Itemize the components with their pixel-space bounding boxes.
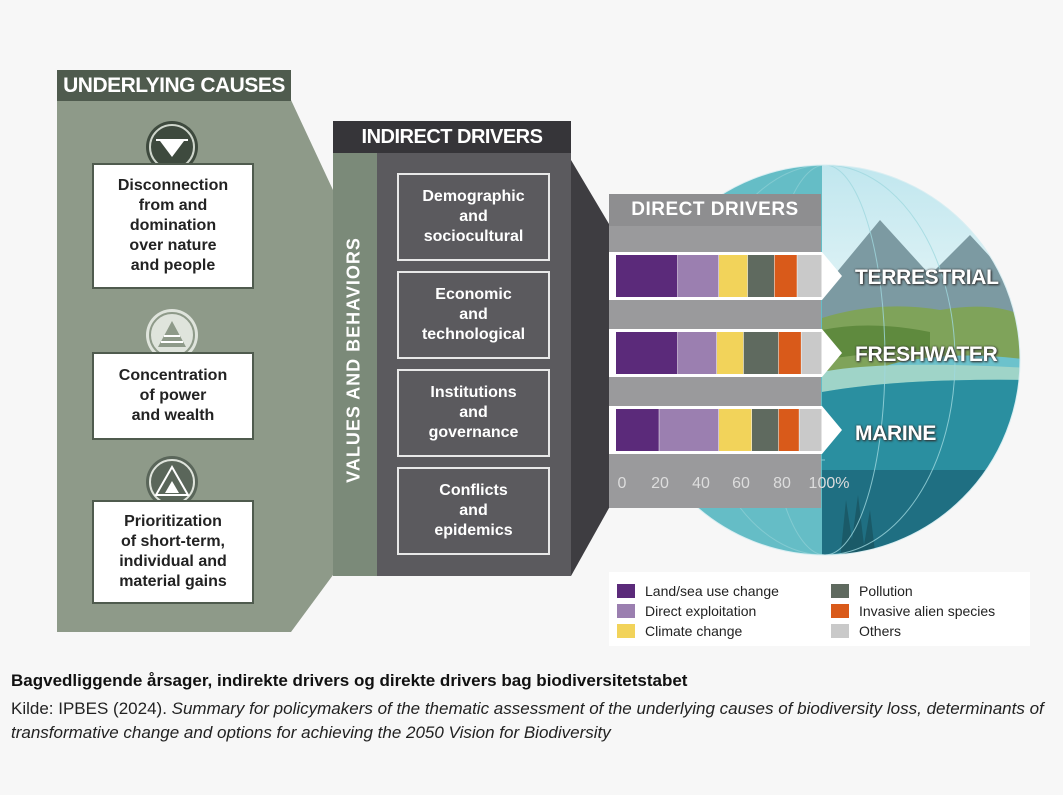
legend-swatch — [831, 604, 849, 618]
cause-disconnection: Disconnection from and domination over n… — [92, 163, 254, 289]
x-tick-label: 80 — [773, 475, 791, 492]
indirect-driver-label: Demographic and sociocultural — [422, 188, 525, 245]
legend-label: Others — [859, 623, 902, 639]
legend-label: Invasive alien species — [859, 603, 996, 619]
legend-swatch — [617, 624, 635, 638]
bar-segment-marine-others — [799, 409, 822, 451]
bar-segment-terrestrial-pollution — [747, 255, 775, 297]
indirect-to-direct-funnel — [571, 160, 609, 576]
indirect-driver-label: Institutions and governance — [428, 384, 519, 441]
cause-label: Prioritization of short-term, individual… — [119, 513, 227, 590]
legend-label: Climate change — [645, 623, 743, 639]
bar-segment-terrestrial-land-sea-use-change — [616, 255, 678, 297]
realm-marine-label: MARINE — [855, 422, 937, 445]
legend-item: Direct exploitation — [617, 601, 779, 621]
cause-label: Concentration of power and wealth — [118, 367, 228, 424]
legend-label: Direct exploitation — [645, 603, 757, 619]
indirect-driver-institutions: Institutions and governance — [397, 369, 550, 457]
legend-swatch — [831, 624, 849, 638]
legend-item: Others — [831, 621, 995, 641]
bar-segment-marine-pollution — [751, 409, 779, 451]
legend-swatch — [617, 584, 635, 598]
bar-segment-marine-climate-change — [719, 409, 752, 451]
legend-swatch — [617, 604, 635, 618]
realm-freshwater-label: FRESHWATER — [855, 343, 998, 366]
bar-segment-terrestrial-invasive-alien-species — [774, 255, 797, 297]
bar-segment-terrestrial-others — [797, 255, 822, 297]
x-tick-label: 0 — [617, 475, 627, 492]
x-tick-label: 20 — [651, 475, 669, 492]
cause-prioritization: Prioritization of short-term, individual… — [92, 500, 254, 604]
indirect-driver-demographic: Demographic and sociocultural — [397, 173, 550, 261]
bar-segment-terrestrial-climate-change — [719, 255, 748, 297]
triangle-in-triangle-icon — [146, 456, 198, 508]
legend-item: Invasive alien species — [831, 601, 995, 621]
realm-terrestrial-label: TERRESTRIAL — [855, 266, 999, 289]
x-tick-label: 60 — [732, 475, 750, 492]
cause-concentration: Concentration of power and wealth — [92, 352, 254, 440]
legend-item: Land/sea use change — [617, 581, 779, 601]
legend-item: Climate change — [617, 621, 779, 641]
bar-segment-freshwater-others — [801, 332, 822, 374]
indirect-drivers-title: INDIRECT DRIVERS — [333, 121, 571, 153]
bar-segment-freshwater-direct-exploitation — [677, 332, 717, 374]
indirect-drivers-panel — [377, 152, 571, 576]
bar-segment-freshwater-pollution — [743, 332, 779, 374]
caption-title: Bagvedliggende årsager, indirekte driver… — [11, 671, 688, 690]
values-behaviors-label: VALUES AND BEHAVIORS — [343, 237, 364, 483]
indirect-driver-conflicts: Conflicts and epidemics — [397, 467, 550, 555]
bar-segment-freshwater-climate-change — [716, 332, 744, 374]
legend-label: Pollution — [859, 583, 913, 599]
legend-item: Pollution — [831, 581, 995, 601]
bar-segment-marine-invasive-alien-species — [778, 409, 799, 451]
stacked-bar-chart — [616, 255, 822, 451]
indirect-driver-economic: Economic and technological — [397, 271, 550, 359]
bar-segment-marine-land-sea-use-change — [616, 409, 659, 451]
source-prefix: Kilde: IPBES (2024). — [11, 699, 172, 718]
x-tick-label: 100% — [808, 475, 850, 492]
legend-swatch — [831, 584, 849, 598]
bar-segment-freshwater-invasive-alien-species — [778, 332, 801, 374]
bar-segment-freshwater-land-sea-use-change — [616, 332, 678, 374]
bar-segment-terrestrial-direct-exploitation — [677, 255, 719, 297]
caption-source: Kilde: IPBES (2024). Summary for policym… — [11, 697, 1051, 745]
chart-legend: Land/sea use change Direct exploitation … — [609, 572, 1030, 646]
direct-drivers-title: DIRECT DRIVERS — [609, 194, 821, 226]
x-tick-label: 40 — [692, 475, 710, 492]
bar-segment-marine-direct-exploitation — [659, 409, 719, 451]
indirect-driver-label: Conflicts and epidemics — [434, 482, 513, 539]
underlying-causes-title: UNDERLYING CAUSES — [57, 70, 291, 101]
cause-label: Disconnection from and domination over n… — [117, 177, 229, 274]
legend-label: Land/sea use change — [645, 583, 779, 599]
indirect-driver-label: Economic and technological — [421, 286, 526, 343]
values-behaviors-strip — [333, 152, 377, 576]
source-title: Summary for policymakers of the thematic… — [11, 699, 1044, 742]
